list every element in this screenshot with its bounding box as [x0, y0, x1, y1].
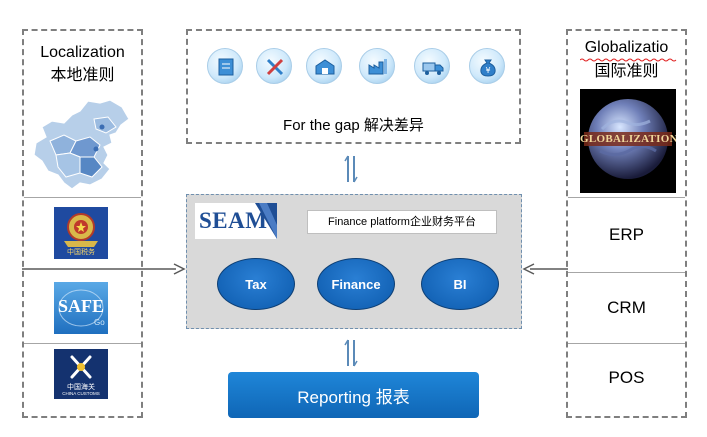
svg-text:¥: ¥ [485, 66, 490, 75]
customs-logo: 中国海关 CHINA CUSTOMS [54, 349, 108, 399]
reporting-button[interactable]: Reporting 报表 [228, 372, 479, 418]
localization-title: Localization [40, 44, 125, 61]
right-divider [568, 197, 685, 198]
warehouse-icon [306, 48, 342, 84]
seam-logo: SEAM [195, 203, 277, 239]
module-finance[interactable]: Finance [317, 258, 395, 310]
left-divider [24, 343, 141, 344]
right-divider [568, 272, 685, 273]
sync-connector-bottom [344, 339, 358, 367]
module-bi[interactable]: BI [421, 258, 499, 310]
customs-caption-en: CHINA CUSTOMS [62, 391, 100, 396]
safe-logo-text: SAFE [58, 296, 105, 316]
customs-caption: 中国海关 [67, 384, 95, 391]
system-crm: CRM [607, 298, 646, 317]
seam-logo-text: SEAM [199, 208, 268, 233]
sync-connector-top [344, 155, 358, 183]
platform-label: Finance platform企业财务平台 [307, 210, 497, 234]
arrow-left-to-platform [22, 263, 186, 275]
globalization-title: Globalizatio [584, 39, 669, 56]
gap-panel: ¥ For the gap 解决差异 [186, 29, 521, 144]
left-divider [24, 197, 141, 198]
system-erp: ERP [609, 225, 644, 244]
globalization-image-text: GLOBALIZATION [580, 133, 676, 145]
factory-icon [359, 48, 395, 84]
finance-platform: SEAM Finance platform企业财务平台 Tax Finance … [186, 194, 522, 329]
tools-icon [256, 48, 292, 84]
safe-logo: SAFE Go [54, 282, 108, 334]
safe-logo-suffix: Go [94, 318, 105, 327]
module-tax[interactable]: Tax [217, 258, 295, 310]
tax-bureau-logo: 中国税务 [54, 207, 108, 259]
truck-icon [414, 48, 450, 84]
arrow-right-to-platform [522, 263, 568, 275]
system-pos: POS [608, 368, 645, 387]
tax-bureau-caption: 中国税务 [67, 249, 95, 256]
globalization-panel: Globalizatio 国际准则 GLOBALIZATION ERP CRM … [566, 29, 687, 418]
globalization-image: GLOBALIZATION [580, 89, 676, 193]
localization-panel: Localization 本地准则 中国税务 SAFE Go [22, 29, 143, 418]
china-map-image [33, 99, 130, 190]
money-bag-icon: ¥ [469, 48, 505, 84]
globalization-title-cn: 国际准则 [594, 63, 659, 80]
localization-title-cn: 本地准则 [50, 67, 115, 84]
gap-caption: For the gap 解决差异 [283, 117, 424, 134]
spellcheck-underline [580, 58, 677, 62]
right-divider [568, 343, 685, 344]
document-icon [207, 48, 243, 84]
